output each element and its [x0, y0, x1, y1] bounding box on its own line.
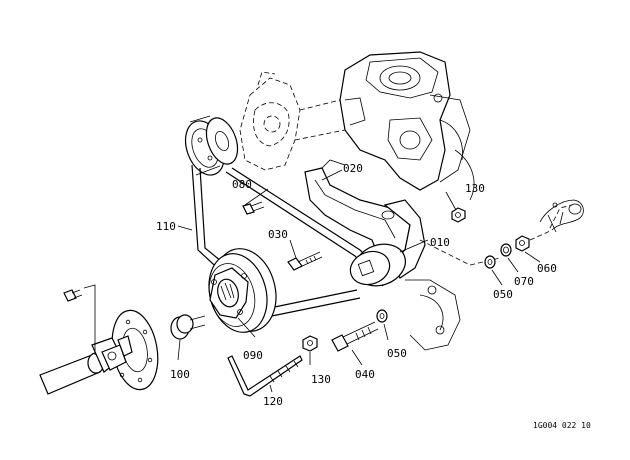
phantom-housing: [239, 71, 346, 171]
label-050-right: 050: [493, 288, 513, 301]
label-050-lower: 050: [387, 347, 407, 360]
drive-shaft: [39, 335, 133, 395]
link-bracket: [529, 199, 584, 241]
label-080: 080: [232, 178, 252, 191]
label-100: 100: [170, 368, 190, 381]
nut-130-upper: [451, 207, 466, 223]
label-040: 040: [355, 368, 375, 381]
label-130-lower: 130: [311, 373, 331, 386]
engine-block: [339, 51, 475, 201]
label-030: 030: [268, 228, 288, 241]
spring-washer-070: [500, 243, 512, 257]
label-010: 010: [430, 236, 450, 249]
washer-050-right: [484, 255, 496, 269]
part-labels: 080 020 130 030 010 110 090 100 120 130 …: [156, 162, 557, 408]
leader-lines: [177, 169, 541, 393]
label-110: 110: [156, 220, 176, 233]
label-070: 070: [514, 275, 534, 288]
label-020: 020: [343, 162, 363, 175]
bolt-030: [287, 251, 323, 271]
upper-pulley: [184, 115, 239, 176]
washer-050-lower: [376, 309, 388, 323]
nut-060: [515, 235, 530, 252]
label-060: 060: [537, 262, 557, 275]
adjuster-rod: [227, 355, 303, 397]
bolt-040: [331, 321, 379, 352]
label-130-upper: 130: [465, 182, 485, 195]
nut-130-lower: [302, 335, 318, 352]
label-090: 090: [243, 349, 263, 362]
bolt-080: [242, 201, 265, 215]
bolt-100: [170, 314, 206, 340]
label-120: 120: [263, 395, 283, 408]
crank-pulley: [208, 248, 277, 333]
figure-code: 1G004 022 10: [533, 421, 591, 430]
small-bolt-left: [63, 284, 96, 355]
idler-pulley: [349, 243, 406, 287]
flange-disc: [111, 309, 159, 391]
